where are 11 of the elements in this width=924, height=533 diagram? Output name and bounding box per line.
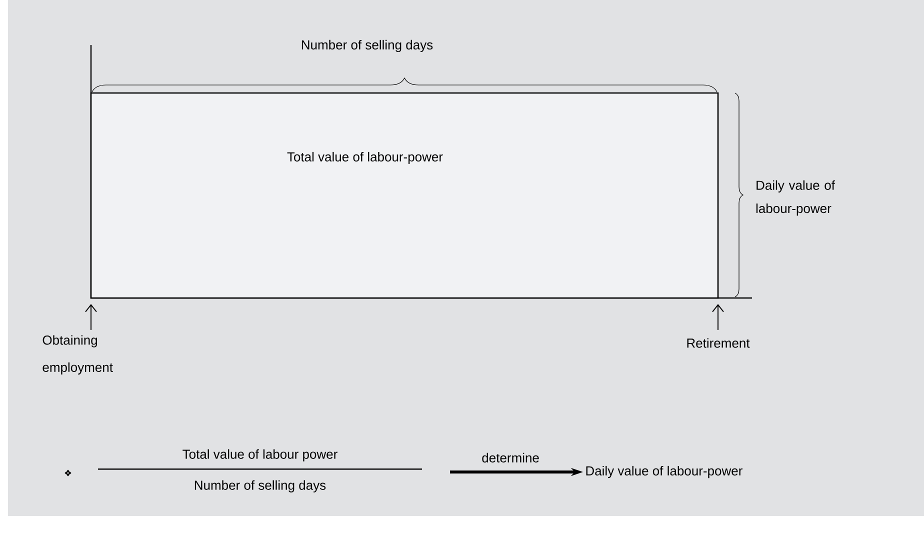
arrow xyxy=(85,304,97,330)
arrow xyxy=(712,304,724,330)
axis-label: Obtaining employment xyxy=(42,335,113,375)
axis-label: Retirement xyxy=(687,338,750,348)
value-rectangle: Total value of labour-power xyxy=(90,92,719,299)
edge-label: determine xyxy=(482,452,539,462)
dimension-label: Daily value of labour-power xyxy=(756,180,836,216)
result-text: Daily value of labour-power xyxy=(586,466,742,478)
bullet-symbol: ❖ xyxy=(64,470,72,476)
dimension-label: Number of selling days xyxy=(302,40,433,52)
fraction: Total value of labour power Number of selling days xyxy=(98,449,422,492)
